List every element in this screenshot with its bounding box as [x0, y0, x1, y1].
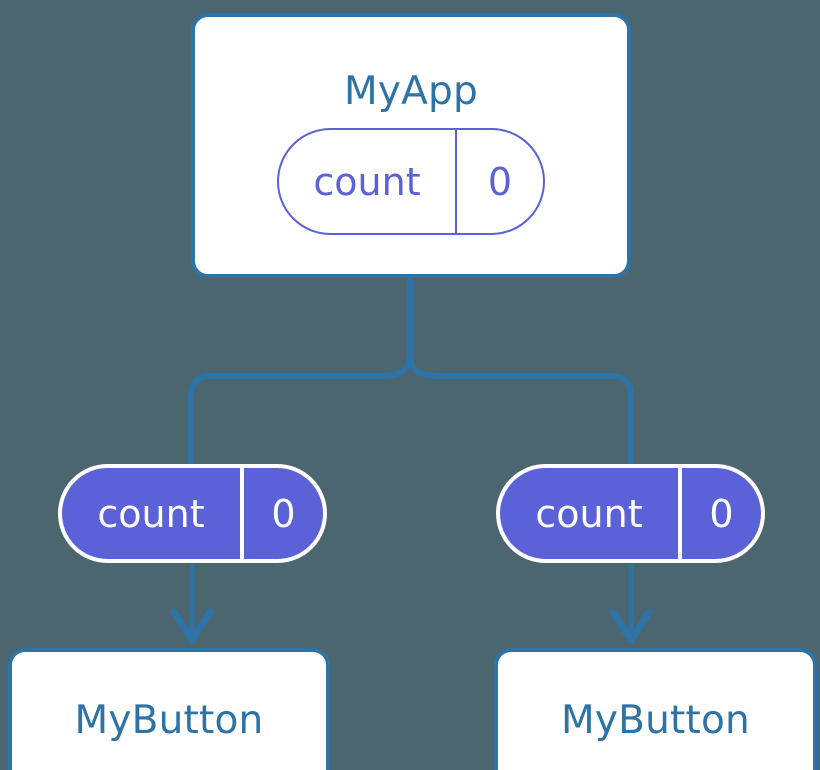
prop-pill-value: 0 — [709, 491, 734, 536]
prop-pill-left[interactable]: count 0 — [58, 464, 327, 563]
prop-pill-key: count — [500, 468, 682, 559]
component-title-mybutton: MyButton — [561, 698, 750, 743]
branch-to-right-child — [407, 349, 634, 473]
state-pill-key: count — [279, 130, 457, 233]
component-title-mybutton: MyButton — [74, 698, 264, 743]
state-pill-myapp[interactable]: count 0 — [277, 128, 545, 235]
branch-to-left-child — [188, 349, 413, 473]
prop-pill-key: count — [62, 468, 244, 559]
component-title-myapp: MyApp — [344, 69, 478, 114]
prop-arrow-right — [609, 560, 653, 644]
state-pill-value: 0 — [487, 159, 513, 204]
component-box-mybutton-left[interactable]: MyButton — [8, 648, 330, 770]
prop-arrow-left — [170, 560, 214, 644]
component-box-mybutton-right[interactable]: MyButton — [494, 648, 817, 770]
prop-pill-value: 0 — [271, 491, 296, 536]
prop-pill-right[interactable]: count 0 — [496, 464, 765, 563]
